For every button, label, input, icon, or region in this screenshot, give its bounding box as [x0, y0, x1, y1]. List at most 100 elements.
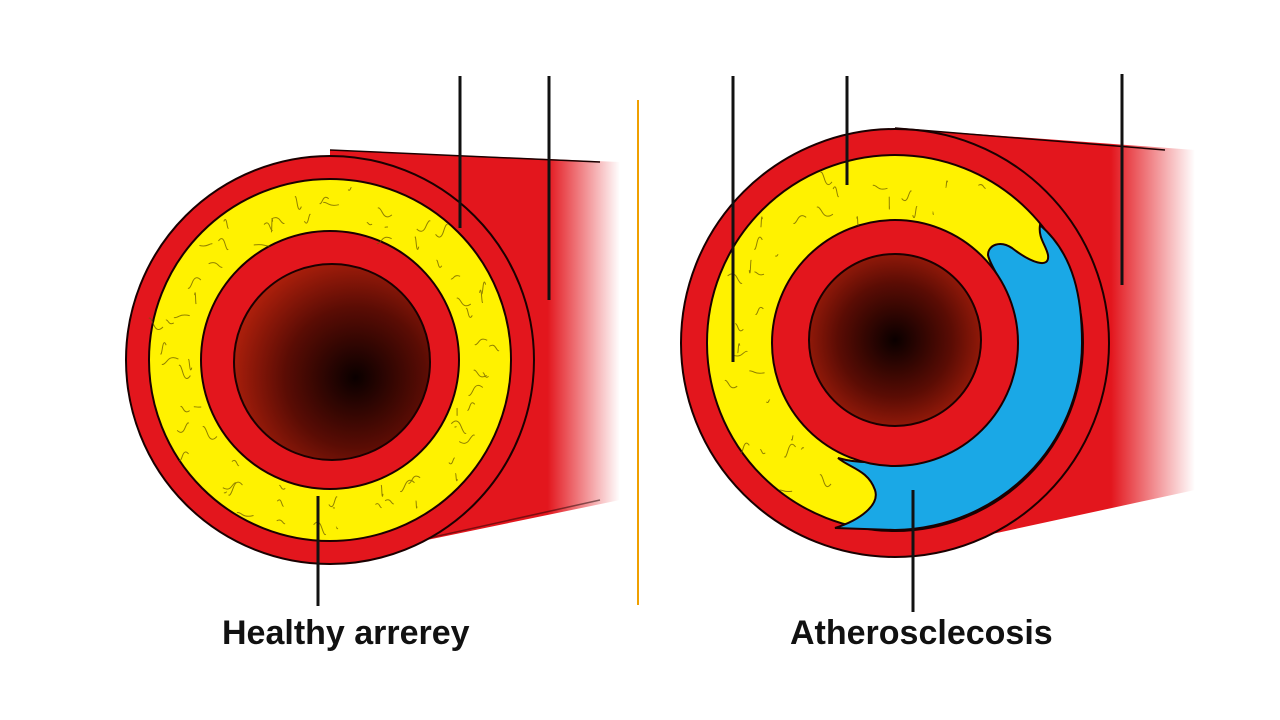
fiber-squiggle — [456, 297, 472, 307]
fiber-squiggle — [448, 457, 456, 465]
fiber-squiggle — [436, 259, 443, 268]
fiber-squiggle — [435, 224, 448, 238]
healthy-artery — [125, 76, 620, 606]
fiber-squiggle — [187, 277, 202, 289]
fiber-squiggle — [228, 481, 243, 496]
fiber-squiggle — [724, 379, 738, 389]
fiber-squiggle — [467, 402, 476, 411]
fiber-squiggle — [820, 171, 833, 186]
fiber-squiggle — [727, 273, 743, 284]
fiber-squiggle — [347, 186, 352, 191]
diseased-tube-top-edge — [894, 127, 1166, 151]
fiber-squiggle — [734, 323, 744, 332]
fiber-squiggle — [380, 484, 384, 497]
fiber-squiggle — [335, 526, 339, 530]
fiber-squiggle — [180, 405, 190, 413]
fiber-squiggle — [731, 350, 748, 357]
fiber-squiggle — [784, 443, 797, 458]
fiber-squiggle — [856, 216, 859, 227]
fiber-squiggle — [458, 434, 475, 444]
fiber-squiggle — [450, 275, 461, 280]
fiber-squiggle — [223, 491, 228, 494]
fiber-squiggle — [377, 207, 393, 218]
fiber-squiggle — [945, 180, 949, 188]
fiber-squiggle — [323, 201, 340, 206]
healthy-fiber-texture — [148, 186, 500, 536]
fiber-squiggle — [901, 190, 912, 202]
fiber-squiggle — [455, 473, 458, 482]
fiber-squiggle — [231, 459, 240, 467]
fiber-squiggle — [303, 213, 311, 224]
fiber-squiggle — [481, 281, 487, 295]
fiber-squiggle — [278, 484, 286, 490]
fiber-squiggle — [760, 216, 763, 228]
fiber-squiggle — [488, 344, 500, 352]
fiber-squiggle — [173, 314, 190, 319]
diseased-fiber-texture — [724, 171, 987, 493]
fiber-squiggle — [375, 503, 382, 509]
fiber-squiggle — [737, 343, 741, 354]
fiber-squiggle — [414, 236, 420, 250]
fiber-squiggle — [474, 338, 488, 346]
fiber-squiggle — [160, 342, 167, 355]
fiber-squiggle — [819, 474, 832, 488]
fiber-squiggle — [236, 512, 254, 517]
fiber-squiggle — [253, 244, 270, 247]
fiber-squiggle — [465, 307, 473, 318]
healthy-lumen — [233, 263, 431, 461]
fiber-squiggle — [749, 370, 765, 374]
fiber-squiggle — [790, 435, 794, 441]
fiber-squiggle — [408, 475, 421, 484]
fiber-squiggle — [328, 496, 338, 508]
fiber-squiggle — [148, 317, 164, 331]
fiber-squiggle — [932, 211, 935, 215]
fiber-squiggle — [479, 289, 484, 304]
fiber-squiggle — [753, 236, 763, 250]
fiber-squiggle — [384, 499, 395, 505]
fiber-squiggle — [218, 238, 229, 251]
fiber-squiggle — [765, 399, 771, 403]
diseased-artery — [680, 74, 1195, 612]
fiber-squiggle — [176, 422, 190, 433]
fiber-squiggle — [276, 519, 286, 525]
fiber-squiggle — [793, 215, 807, 224]
fiber-squiggle — [800, 447, 805, 450]
fiber-squiggle — [271, 217, 285, 225]
fiber-squiggle — [202, 425, 218, 440]
fiber-squiggle — [468, 384, 484, 396]
fiber-squiggle — [276, 499, 285, 507]
fiber-squiggle — [165, 319, 175, 325]
fiber-squiggle — [775, 254, 779, 257]
fiber-squiggle — [399, 479, 415, 493]
fiber-squiggle — [754, 271, 765, 276]
fiber-squiggle — [199, 243, 213, 247]
fiber-squiggle — [179, 451, 189, 462]
fiber-squiggle — [978, 184, 987, 189]
fiber-squiggle — [415, 500, 418, 509]
fiber-squiggle — [366, 222, 373, 226]
fiber-squiggle — [482, 372, 489, 378]
fiber-squiggle — [222, 482, 237, 490]
healthy-tube-top-edge — [329, 149, 601, 163]
fiber-squiggle — [208, 262, 223, 268]
fiber-squiggle — [779, 489, 793, 493]
atherosclerosis-caption: Atheroscleсosis — [790, 614, 1053, 652]
fiber-squiggle — [319, 196, 330, 205]
fiber-squiggle — [473, 369, 487, 378]
fiber-squiggle — [270, 218, 274, 233]
fiber-squiggle — [294, 196, 302, 210]
fiber-squiggle — [755, 306, 764, 315]
fiber-squiggle — [188, 358, 193, 371]
fiber-squiggle — [178, 364, 191, 379]
fiber-squiggle — [872, 184, 888, 190]
fiber-squiggle — [194, 292, 197, 305]
healthy-artery-caption: Healthy arrerey — [222, 614, 470, 652]
fiber-squiggle — [161, 357, 179, 365]
fiber-squiggle — [450, 420, 467, 435]
fiber-squiggle — [376, 236, 392, 245]
fiber-squiggle — [748, 259, 752, 274]
fiber-squiggle — [832, 186, 839, 198]
diseased-lumen — [808, 253, 982, 427]
fiber-squiggle — [313, 521, 327, 536]
